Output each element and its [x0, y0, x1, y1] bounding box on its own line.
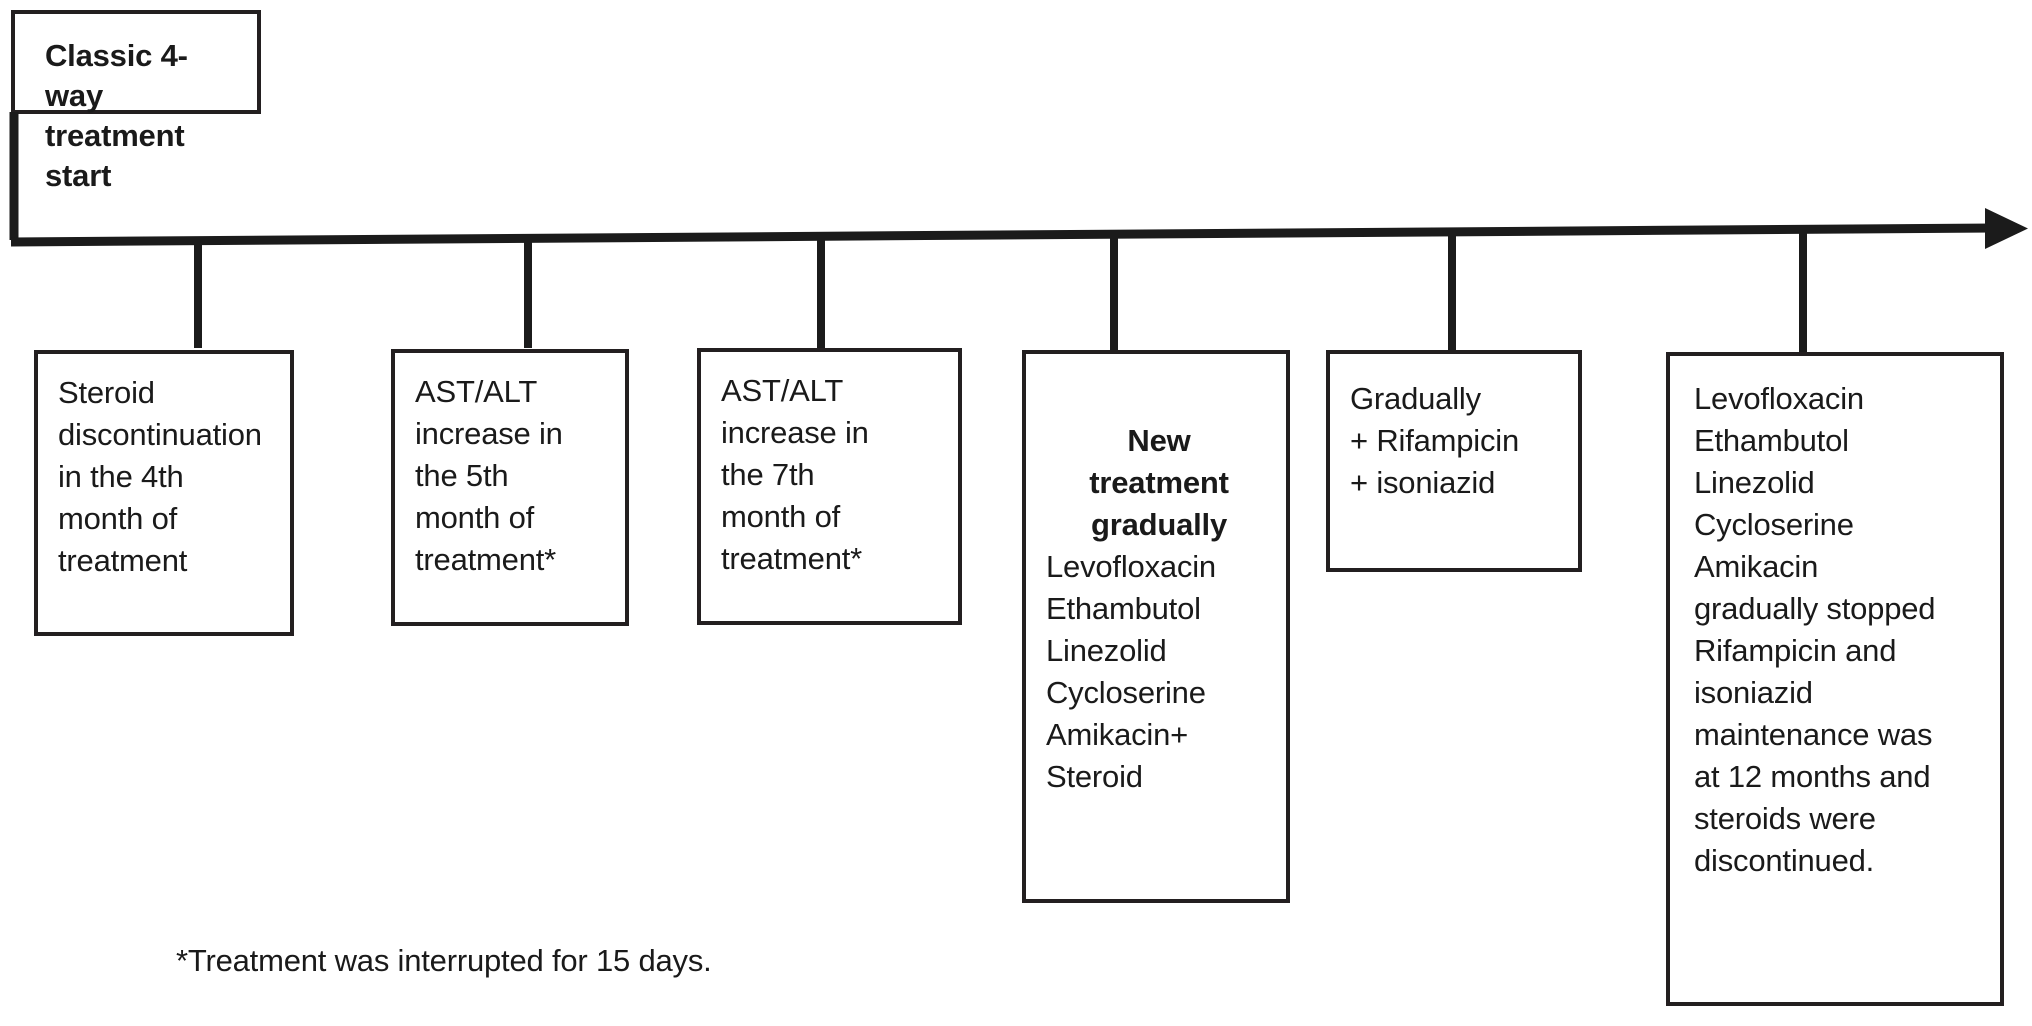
node-ast-alt-5th-month: AST/ALT increase in the 5th month of tre…: [391, 349, 629, 626]
node-steroid-discontinuation: Steroid discontinuation in the 4th month…: [34, 350, 294, 636]
node-2-body: AST/ALT increase in the 5th month of tre…: [415, 374, 563, 577]
node-4-body: Levofloxacin Ethambutol Linezolid Cyclos…: [1046, 549, 1216, 794]
timeline-arrowhead: [1985, 208, 2028, 249]
node-3-body: AST/ALT increase in the 7th month of tre…: [721, 373, 869, 576]
node-classic-4way-treatment-start: Classic 4-way treatment start: [11, 10, 261, 193]
footnote-treatment-interrupted: *Treatment was interrupted for 15 days.: [176, 943, 712, 978]
node-gradually-add-back: Gradually + Rifampicin + isoniazid: [1326, 350, 1582, 572]
timeline-axis-line: [10, 223, 1996, 247]
node-5-body: Gradually + Rifampicin + isoniazid: [1350, 381, 1520, 500]
node-6-body: Levofloxacin Ethambutol Linezolid Cyclos…: [1694, 381, 1936, 878]
node-start-label: Classic 4-way treatment start: [45, 38, 188, 193]
node-maintenance-and-stop: Levofloxacin Ethambutol Linezolid Cyclos…: [1666, 352, 2004, 1006]
node-4-title: New treatment gradually: [1089, 423, 1229, 542]
node-1-body: Steroid discontinuation in the 4th month…: [58, 375, 262, 578]
node-ast-alt-7th-month: AST/ALT increase in the 7th month of tre…: [697, 348, 962, 625]
